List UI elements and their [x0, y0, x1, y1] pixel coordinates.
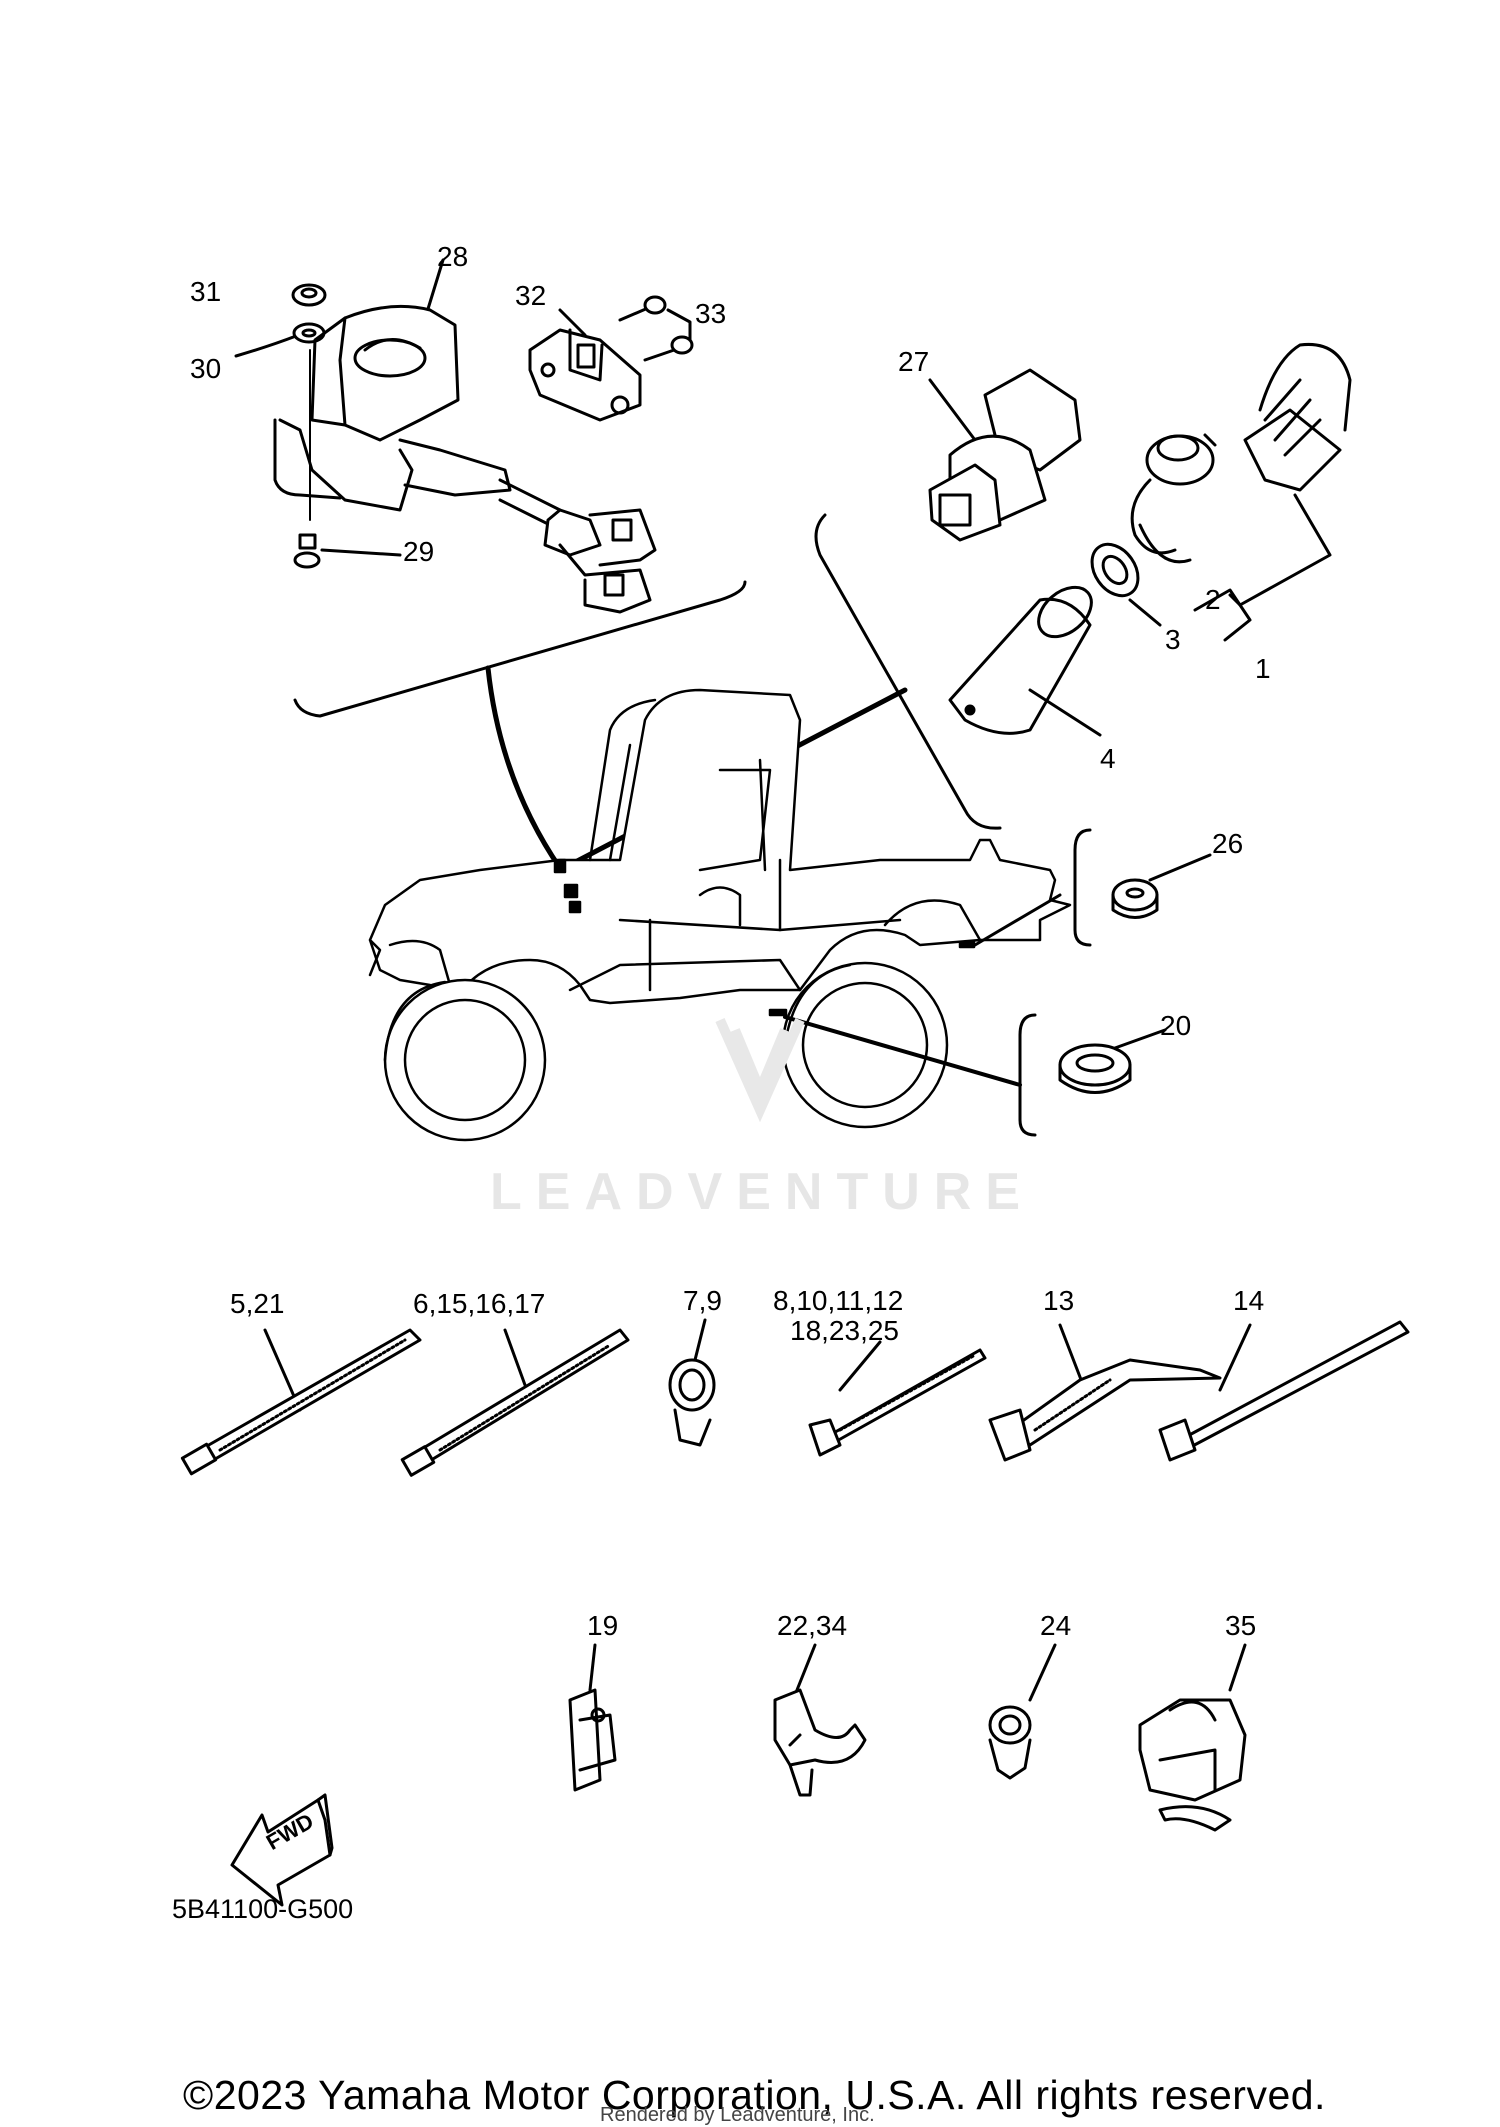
fwd-arrow-icon [230, 1793, 334, 1907]
part-26-grommet [1111, 853, 1212, 919]
callout-32: 32 [515, 280, 547, 311]
part-31-nut [291, 283, 327, 307]
part-3-nut [1090, 542, 1162, 627]
part-28-switch [273, 258, 657, 614]
callout-3: 3 [1165, 624, 1181, 655]
part-20-leader [783, 1015, 1022, 1087]
callout-31: 31 [190, 276, 222, 307]
callout-20: 20 [1160, 1010, 1192, 1041]
part-33-bolts [618, 295, 694, 362]
part-19-clamp [568, 1643, 617, 1792]
part-24-clip [988, 1643, 1057, 1780]
callout-28: 28 [437, 241, 469, 272]
watermark-logo [715, 1017, 805, 1123]
switch-leader-line [485, 665, 563, 871]
switch-group-bracket [293, 580, 747, 718]
callout-35: 35 [1225, 1610, 1257, 1641]
callout-7-9: 7,9 [683, 1285, 722, 1316]
part-1-leader [1193, 588, 1252, 642]
part-29-screw [293, 533, 402, 569]
callout-6-15-16-17: 6,15,16,17 [413, 1288, 546, 1319]
callout-8-10-11-12: 8,10,11,12 [773, 1285, 904, 1316]
callout-4: 4 [1100, 743, 1116, 774]
callout-33: 33 [695, 298, 727, 329]
part-13-tie [988, 1323, 1222, 1462]
part-8-tie [808, 1340, 987, 1457]
callout-5-21: 5,21 [230, 1288, 285, 1319]
callout-26: 26 [1212, 828, 1244, 859]
callout-22-34: 22,34 [777, 1610, 848, 1641]
rendered-by-note: Rendered by Leadventure, Inc. [600, 2104, 875, 2126]
part-35-clamp [1138, 1643, 1247, 1832]
watermark-text: LEADVENTURE [490, 1163, 1035, 1221]
part-7-9-clip [668, 1318, 716, 1447]
callout-1: 1 [1255, 653, 1271, 684]
part-2-cap [1130, 433, 1217, 564]
part-4-boot [948, 585, 1102, 737]
callout-30: 30 [190, 353, 222, 384]
part-5-21-tie [180, 1328, 422, 1476]
part-22-34-clamp [773, 1643, 867, 1797]
callout-14: 14 [1233, 1285, 1265, 1316]
callout-27: 27 [898, 346, 930, 377]
callout-29: 29 [403, 536, 435, 567]
callout-19: 19 [587, 1610, 619, 1641]
socket-group-bracket [814, 513, 1002, 830]
part-14-tie [1158, 1320, 1410, 1462]
callout-13: 13 [1043, 1285, 1075, 1316]
vehicle-wheels [383, 961, 949, 1142]
callout-2: 2 [1205, 584, 1221, 615]
part-20-grommet [1058, 1028, 1167, 1094]
part-27-sender [928, 368, 1082, 542]
part-26-leader [973, 893, 1062, 947]
copyright-notice: ©2023 Yamaha Motor Corporation, U.S.A. A… [183, 2072, 1326, 2118]
callout-24: 24 [1040, 1610, 1072, 1641]
part-26-bracket [1073, 828, 1092, 947]
part-1-socket [1228, 342, 1352, 607]
part-32-sensor [528, 308, 642, 422]
part-6-15-16-17-tie [400, 1328, 630, 1477]
part-20-bracket [1018, 1013, 1037, 1137]
diagram-code: 5B41100-G500 [172, 1894, 354, 1924]
vehicle-outline [368, 688, 1072, 1017]
callout-18-23-25: 18,23,25 [790, 1315, 899, 1346]
